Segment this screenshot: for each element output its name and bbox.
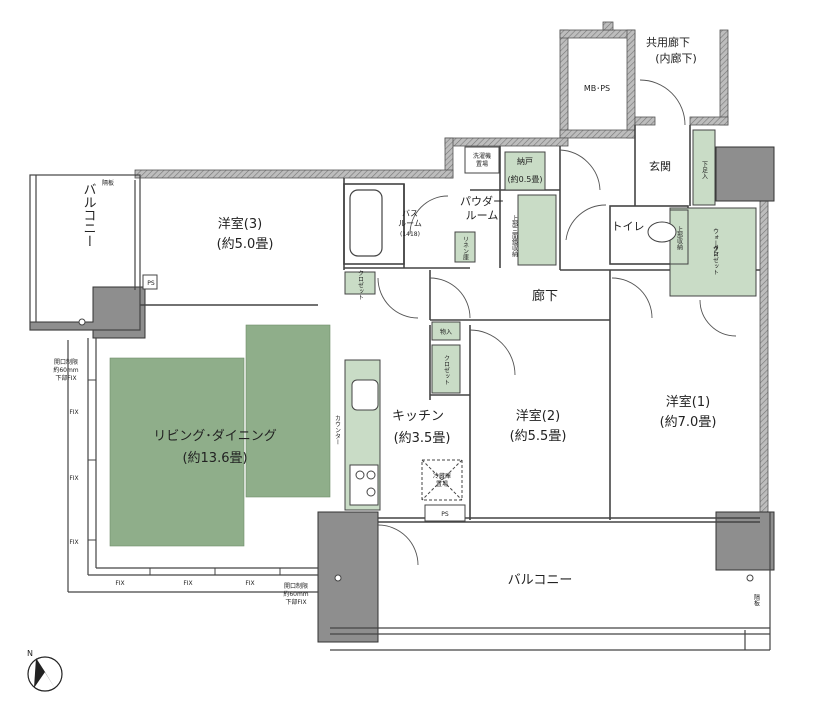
label-balcony-bottom: バルコニー — [508, 573, 573, 588]
toilet-fixture — [647, 221, 677, 243]
label-walkin-3: クロゼット — [712, 245, 719, 275]
label-western2-2: (約5.5畳) — [510, 429, 567, 444]
drain-bottom-right — [746, 574, 754, 582]
label-closet2: クロゼット — [443, 355, 450, 385]
label-counter: カウンター — [334, 415, 341, 445]
label-fridge-1: 冷蔵庫 — [433, 472, 451, 480]
label-entrance: 玄関 — [649, 159, 671, 173]
label-ps-left: PS — [147, 280, 155, 287]
label-living-2: (約13.6畳) — [182, 451, 247, 466]
washer-box — [464, 146, 500, 174]
outer-walls — [134, 21, 769, 513]
label-closet3: クロゼット — [357, 270, 364, 300]
label-bath-1: バス — [402, 209, 418, 218]
label-bath-2: ルーム — [398, 219, 422, 228]
label-kitchen-2: (約3.5畳) — [394, 431, 451, 446]
label-hallway: 廊下 — [532, 288, 558, 304]
label-washer-2: 置場 — [476, 160, 488, 168]
label-powder-2: ルーム — [466, 209, 499, 222]
label-upper-storage-toilet: 上部収納 — [676, 225, 683, 251]
ps-box-bottom — [424, 504, 466, 522]
label-western3-1: 洋室(3) — [218, 216, 262, 232]
kitchen-sink — [351, 379, 379, 411]
label-ps-bottom: PS — [441, 511, 449, 518]
label-upper-storage-powder: 上部三面鏡収納 — [511, 214, 518, 258]
label-fix-5: FIX — [183, 580, 192, 587]
label-walkin-2: イン — [712, 244, 719, 256]
monoire-box — [431, 321, 461, 341]
living-outline — [29, 174, 771, 651]
door-swings — [377, 79, 737, 566]
label-opening-bottom-2: 約60mm — [283, 590, 308, 598]
label-geta: 下足入 — [701, 161, 708, 179]
label-nando-1: 納戸 — [517, 156, 533, 166]
label-opening-left-2: 約60mm — [53, 366, 78, 374]
label-fix-4: FIX — [115, 580, 124, 587]
geta-box — [692, 129, 716, 206]
label-opening-left-1: 開口制限 — [54, 358, 78, 366]
label-toilet: トイレ — [612, 220, 645, 233]
linen-box — [454, 231, 476, 263]
structural-columns — [29, 146, 775, 643]
label-powder-1: パウダー — [460, 194, 504, 208]
label-common-corridor-1: 共用廊下 — [646, 35, 690, 49]
drain-bottom-left — [334, 574, 342, 582]
label-fix-2: FIX — [69, 475, 78, 482]
closet2-box — [431, 344, 461, 394]
label-common-corridor-2: (内廊下) — [655, 51, 697, 65]
label-balcony-left: バルコニー — [81, 183, 97, 248]
bathtub — [349, 189, 383, 257]
label-western1-2: (約7.0畳) — [660, 415, 717, 430]
stove — [349, 464, 379, 506]
ps-box-left — [142, 274, 158, 290]
label-opening-bottom-1: 開口制限 — [284, 582, 308, 590]
label-washer-1: 洗濯機 — [473, 152, 491, 160]
label-living-1: リビング･ダイニング — [153, 429, 277, 444]
label-partition-right: 隔板 — [753, 593, 760, 607]
label-fix-3: FIX — [69, 539, 78, 546]
fridge-space — [421, 459, 463, 501]
label-western1-1: 洋室(1) — [666, 394, 710, 410]
nando-box — [504, 151, 546, 191]
label-bath-3: (1418) — [400, 231, 420, 238]
powder-shelf — [517, 194, 557, 266]
compass-icon: N — [27, 649, 63, 692]
label-linen: リネン庫 — [462, 236, 469, 261]
label-opening-left-3: 下部FIX — [55, 374, 76, 382]
label-kitchen-1: キッチン — [392, 409, 444, 424]
drain-left — [78, 318, 86, 326]
label-fix-1: FIX — [69, 409, 78, 416]
label-opening-bottom-3: 下部FIX — [285, 598, 306, 606]
floor-mats — [109, 324, 331, 547]
label-walkin-1: ウォーク — [712, 228, 719, 252]
compass-n-label: N — [27, 649, 33, 658]
closet3-box — [344, 271, 376, 295]
interior-walls — [140, 125, 760, 523]
label-monoire: 物入 — [440, 328, 452, 336]
label-fridge-2: 置場 — [436, 480, 448, 488]
label-partition-left: 隔板 — [102, 179, 114, 187]
label-mb-ps: MB･PS — [584, 84, 610, 93]
label-nando-2: (約0.5畳) — [508, 174, 543, 184]
labels: 共用廊下 (内廊下) MB･PS 玄関 下足入 トイレ 上部収納 ウォーク イン… — [53, 35, 759, 607]
label-western3-2: (約5.0畳) — [217, 237, 274, 252]
label-western2-1: 洋室(2) — [516, 408, 560, 424]
window-ticks — [88, 379, 281, 575]
label-fix-6: FIX — [245, 580, 254, 587]
